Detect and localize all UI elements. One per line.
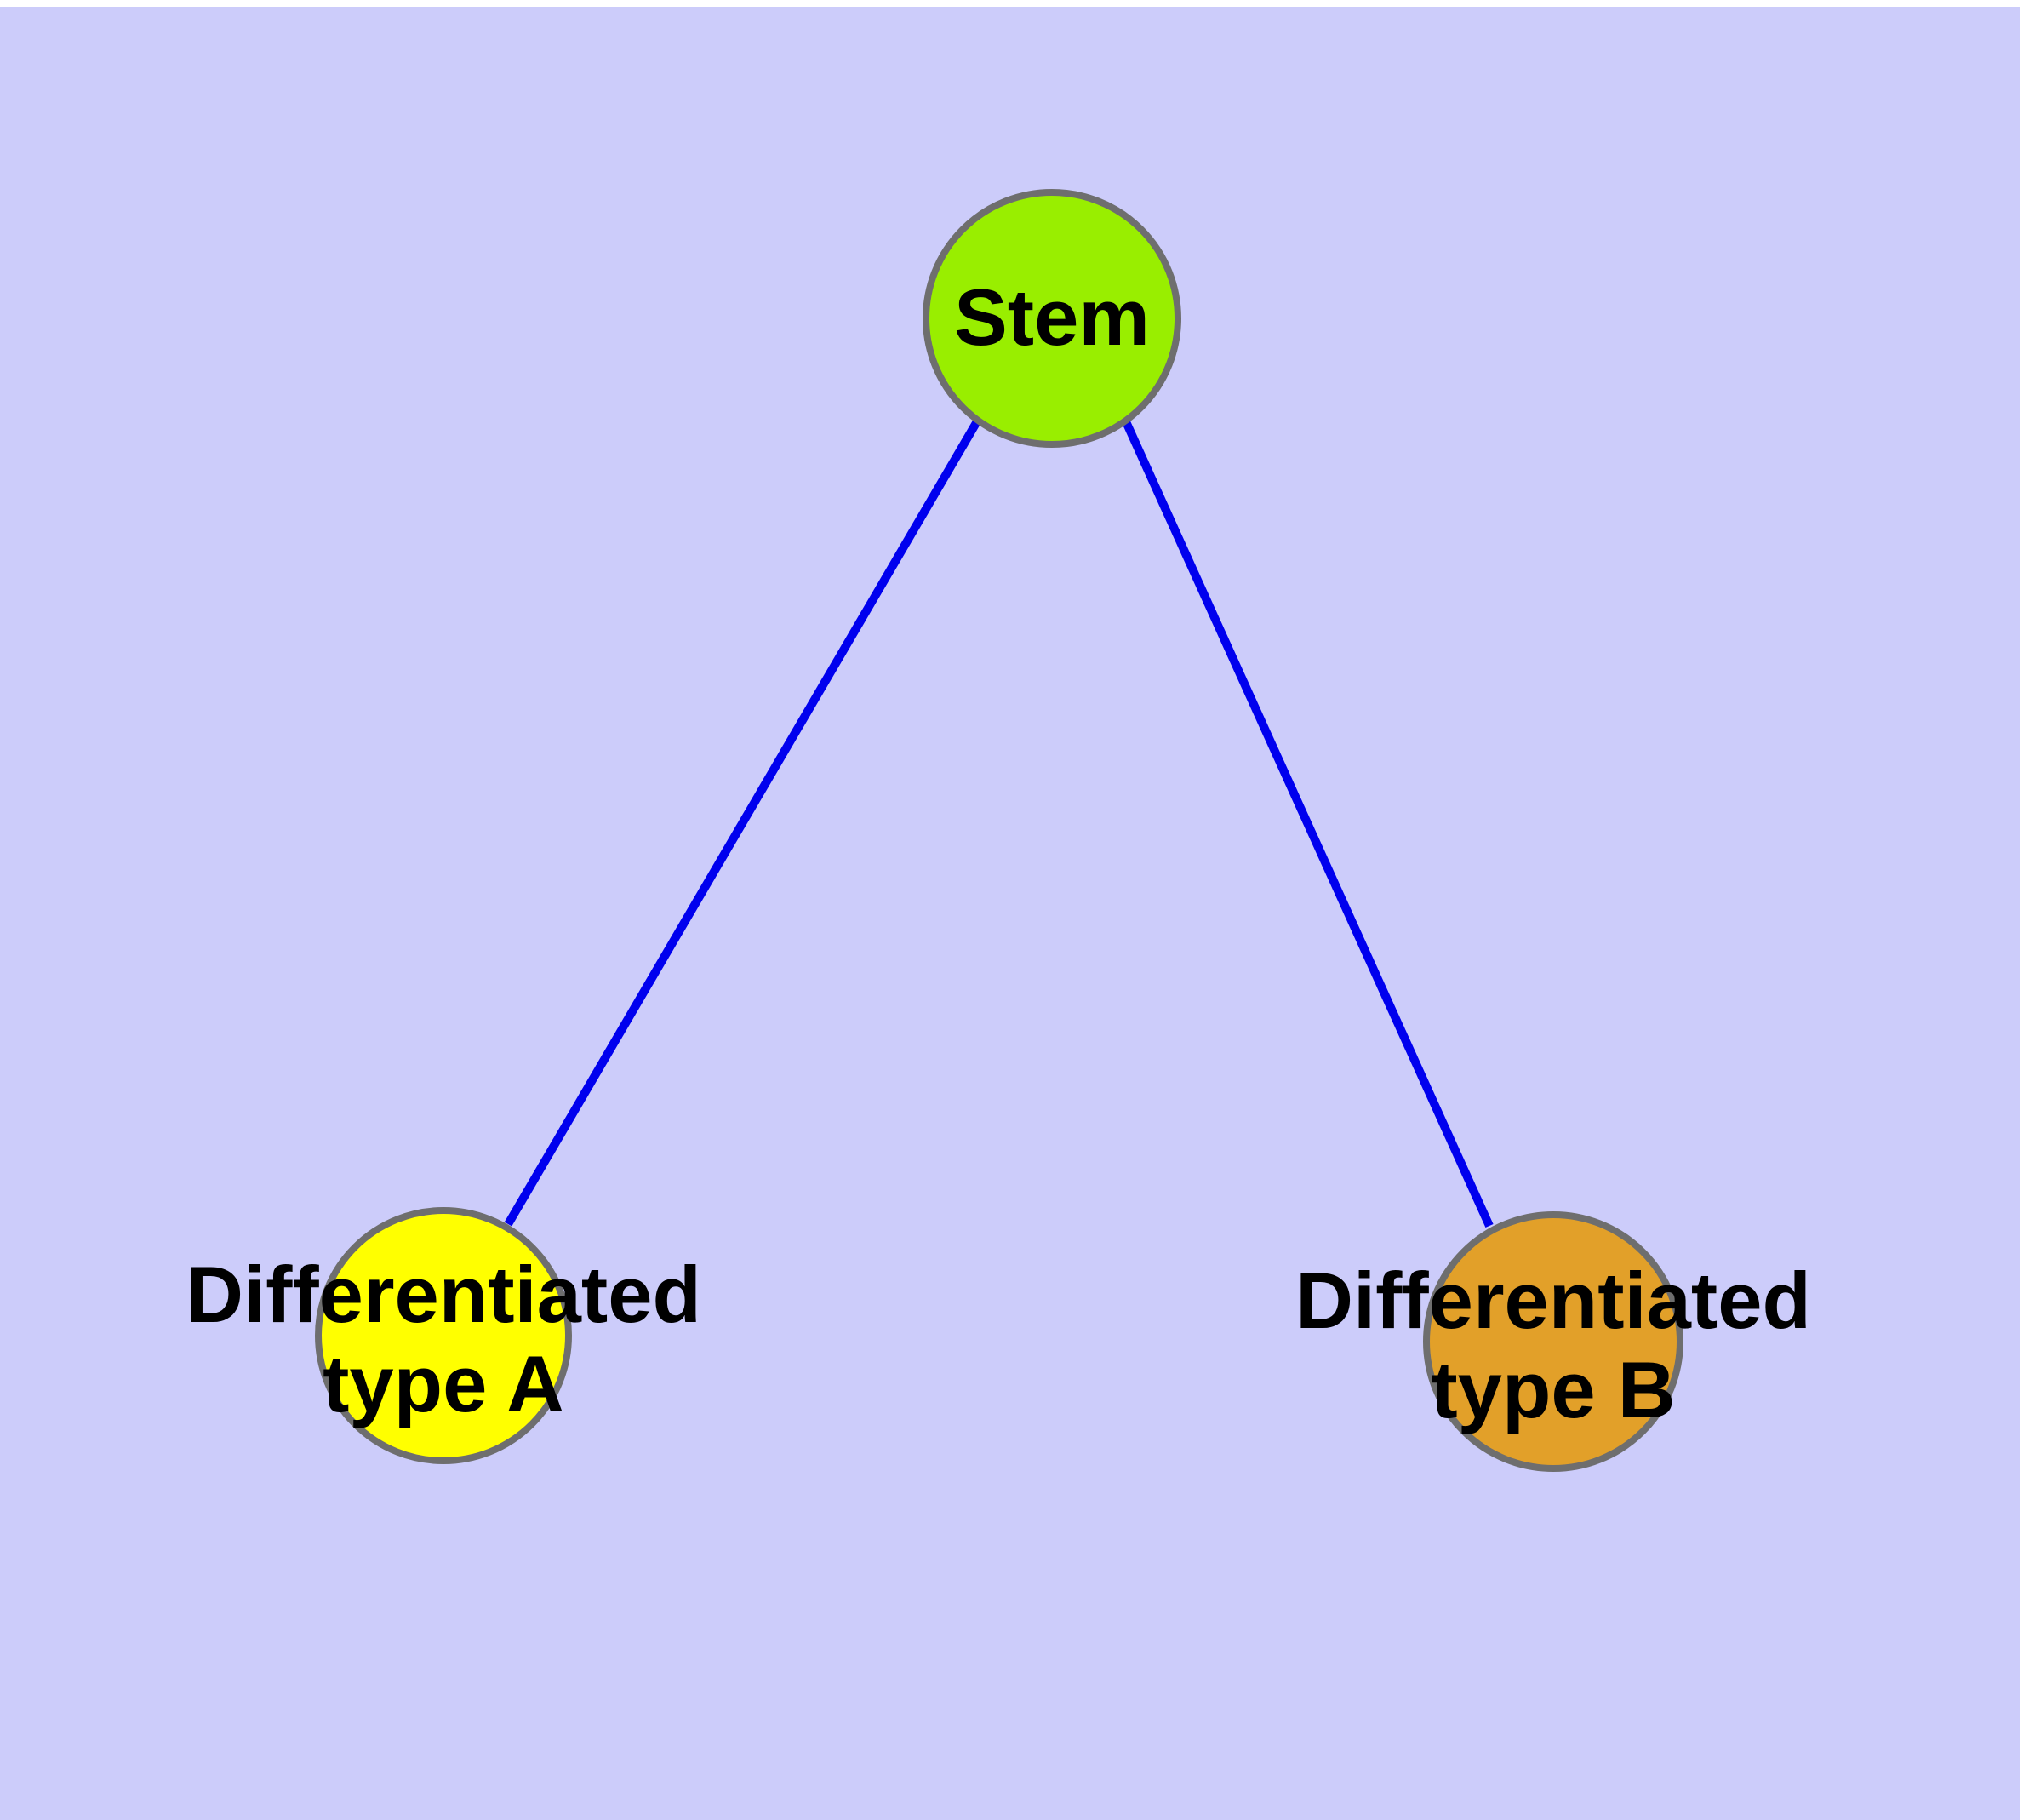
node-differentiated-type-b[interactable] bbox=[1423, 1211, 1683, 1472]
node-diff-b-label-line2: type B bbox=[1431, 1345, 1675, 1434]
cell-differentiation-graph: Stem Differentiated type A Differentiate… bbox=[186, 189, 1811, 1472]
diagram-plot-area: Stem Differentiated type A Differentiate… bbox=[0, 7, 2020, 1820]
node-diff-b-label-line1: Differentiated bbox=[1295, 1256, 1811, 1345]
node-diff-a-label-line1: Differentiated bbox=[186, 1250, 701, 1339]
edge-layer bbox=[504, 404, 1494, 1228]
node-stem[interactable] bbox=[923, 189, 1181, 448]
node-stem-label: Stem bbox=[954, 272, 1150, 362]
node-diff-a-circle[interactable] bbox=[315, 1207, 572, 1464]
node-layer bbox=[315, 189, 1683, 1472]
node-stem-circle[interactable] bbox=[923, 189, 1181, 448]
label-layer: Stem Differentiated type A Differentiate… bbox=[186, 272, 1811, 1434]
edge-stem-to-diff-a[interactable] bbox=[504, 404, 990, 1227]
node-differentiated-type-a[interactable] bbox=[315, 1207, 572, 1464]
edge-stem-to-diff-b[interactable] bbox=[1116, 406, 1494, 1228]
node-diff-b-circle[interactable] bbox=[1423, 1211, 1683, 1472]
node-diff-a-label-line2: type A bbox=[323, 1339, 564, 1428]
